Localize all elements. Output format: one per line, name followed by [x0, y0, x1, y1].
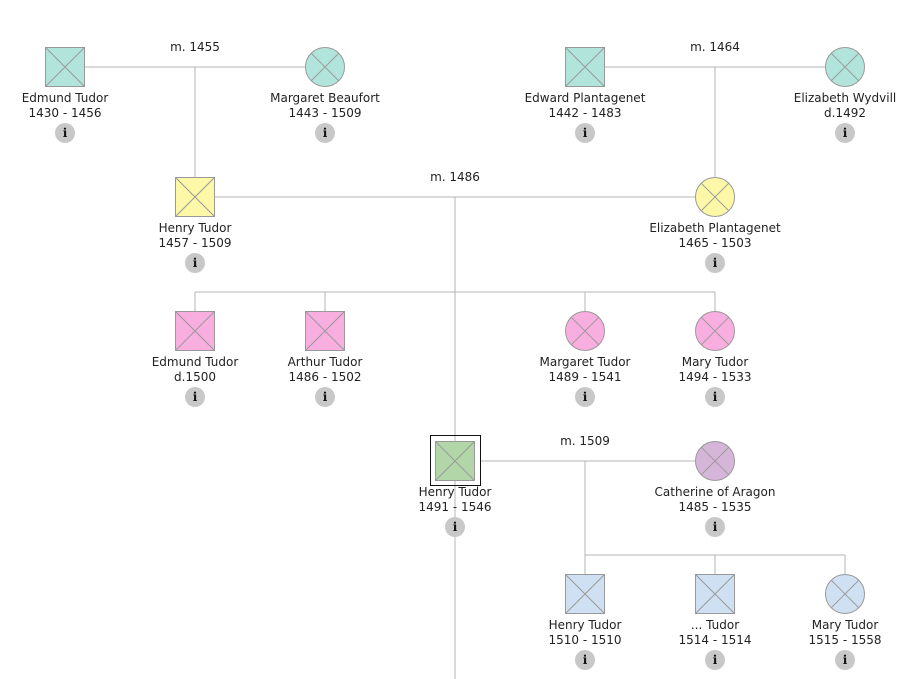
person-name: Margaret Tudor: [539, 355, 631, 369]
person-dates: 1514 - 1514: [678, 633, 752, 647]
info-icon[interactable]: i: [835, 650, 855, 670]
person-name: Arthur Tudor: [287, 355, 363, 369]
info-icon[interactable]: i: [55, 123, 75, 143]
person-name: Edmund Tudor: [151, 355, 239, 369]
person-dates: 1485 - 1535: [678, 500, 752, 514]
person-name: ... Tudor: [690, 618, 740, 632]
female-circle-icon[interactable]: [695, 311, 735, 351]
person-name: Edward Plantagenet: [524, 91, 646, 105]
person-name: Margaret Beaufort: [270, 91, 380, 105]
person-name: Henry Tudor: [548, 618, 622, 632]
info-icon[interactable]: i: [705, 517, 725, 537]
info-icon[interactable]: i: [575, 387, 595, 407]
person-dates: 1465 - 1503: [678, 236, 752, 250]
marriage-label: m. 1486: [430, 170, 480, 184]
male-square-icon[interactable]: [565, 47, 605, 87]
person-dates: 1515 - 1558: [808, 633, 882, 647]
info-icon[interactable]: i: [315, 123, 335, 143]
person-name: Henry Tudor: [418, 485, 492, 499]
person-dates: 1491 - 1546: [418, 500, 492, 514]
male-square-icon[interactable]: [175, 311, 215, 351]
person-name: Edmund Tudor: [21, 91, 109, 105]
person-dates: d.1500: [174, 370, 216, 384]
female-circle-icon[interactable]: [825, 47, 865, 87]
female-circle-icon[interactable]: [305, 47, 345, 87]
female-circle-icon[interactable]: [825, 574, 865, 614]
person-dates: 1486 - 1502: [288, 370, 362, 384]
person-name: Elizabeth Plantagenet: [649, 221, 781, 235]
info-icon[interactable]: i: [315, 387, 335, 407]
selected-person-frame: [430, 435, 481, 486]
male-square-icon[interactable]: [45, 47, 85, 87]
female-circle-icon[interactable]: [565, 311, 605, 351]
person-dates: d.1492: [824, 106, 866, 120]
marriage-label: m. 1464: [690, 40, 740, 54]
male-square-icon[interactable]: [435, 441, 475, 481]
info-icon[interactable]: i: [705, 650, 725, 670]
person-dates: 1510 - 1510: [548, 633, 622, 647]
male-square-icon[interactable]: [565, 574, 605, 614]
person-name: Elizabeth Wydvill: [793, 91, 897, 105]
info-icon[interactable]: i: [705, 253, 725, 273]
person-name: Catherine of Aragon: [654, 485, 776, 499]
person-name: Henry Tudor: [158, 221, 232, 235]
female-circle-icon[interactable]: [695, 441, 735, 481]
info-icon[interactable]: i: [185, 253, 205, 273]
marriage-label: m. 1455: [170, 40, 220, 54]
person-name: Mary Tudor: [681, 355, 749, 369]
info-icon[interactable]: i: [705, 387, 725, 407]
info-icon[interactable]: i: [575, 650, 595, 670]
person-dates: 1430 - 1456: [28, 106, 102, 120]
person-name: Mary Tudor: [811, 618, 879, 632]
female-circle-icon[interactable]: [695, 177, 735, 217]
male-square-icon[interactable]: [695, 574, 735, 614]
person-dates: 1443 - 1509: [288, 106, 362, 120]
person-dates: 1442 - 1483: [548, 106, 622, 120]
marriage-label: m. 1509: [560, 434, 610, 448]
info-icon[interactable]: i: [445, 517, 465, 537]
info-icon[interactable]: i: [835, 123, 855, 143]
person-dates: 1457 - 1509: [158, 236, 232, 250]
info-icon[interactable]: i: [185, 387, 205, 407]
male-square-icon[interactable]: [175, 177, 215, 217]
male-square-icon[interactable]: [305, 311, 345, 351]
person-dates: 1489 - 1541: [548, 370, 622, 384]
info-icon[interactable]: i: [575, 123, 595, 143]
person-dates: 1494 - 1533: [678, 370, 752, 384]
